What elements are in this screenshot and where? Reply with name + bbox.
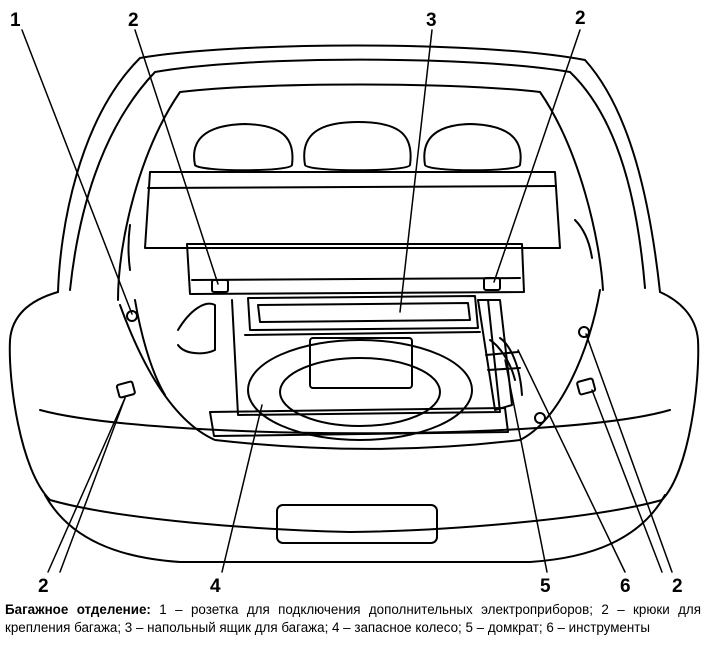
callout-2-top-left: 2 (128, 10, 139, 31)
trunk-diagram: 1 2 3 2 2 4 5 6 2 (8, 8, 700, 597)
leader-lines (21, 29, 673, 573)
caption-title: Багажное отделение: (5, 602, 151, 617)
callout-2-top-right: 2 (575, 8, 586, 29)
caption-text: 1 – розетка для подключения дополнительн… (5, 602, 702, 635)
callout-2-bottom-left: 2 (38, 576, 49, 597)
callout-5: 5 (540, 576, 551, 597)
car-body-outline (8, 44, 700, 563)
callout-3: 3 (426, 10, 437, 31)
callout-1: 1 (10, 10, 21, 31)
figure-caption: Багажное отделение: 1 – розетка для подк… (5, 601, 701, 637)
callout-6: 6 (620, 576, 631, 597)
callout-labels: 1 2 3 2 2 4 5 6 2 (10, 8, 683, 597)
callout-4: 4 (210, 576, 221, 597)
callout-2-bottom-right: 2 (672, 576, 683, 597)
